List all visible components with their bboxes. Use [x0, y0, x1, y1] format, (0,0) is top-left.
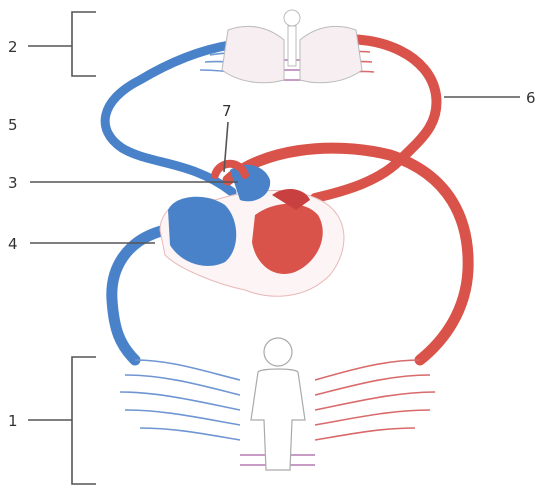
svg-text:3: 3	[8, 174, 18, 192]
label-5: 5	[8, 116, 18, 134]
human-body-icon	[251, 338, 305, 470]
svg-text:1: 1	[8, 412, 18, 430]
lungs-icon	[222, 10, 362, 83]
pulmonary-circuit	[105, 10, 436, 198]
label-1: 1	[8, 357, 96, 484]
heart-icon	[160, 164, 344, 296]
svg-text:2: 2	[8, 38, 18, 56]
svg-text:7: 7	[222, 102, 232, 120]
svg-text:4: 4	[8, 235, 18, 253]
svg-text:6: 6	[526, 89, 536, 107]
vena-cava	[112, 230, 165, 360]
svg-text:5: 5	[8, 116, 18, 134]
label-2: 2	[8, 12, 96, 76]
label-6: 6	[444, 89, 536, 107]
